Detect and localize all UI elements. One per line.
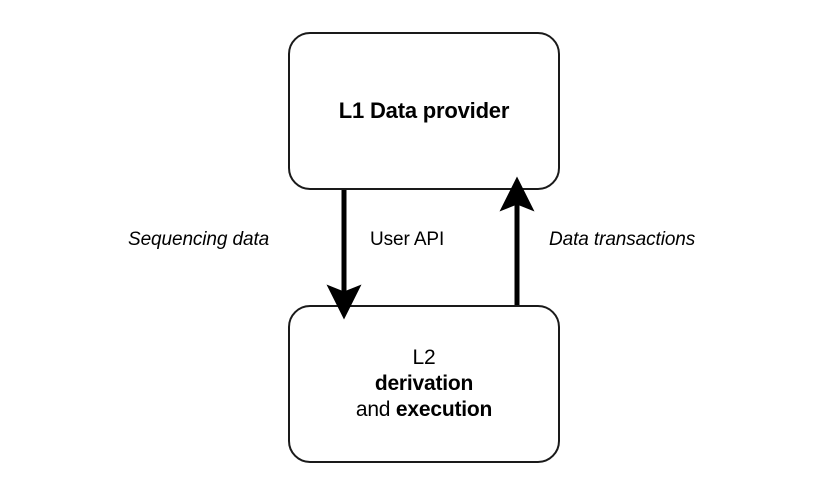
edge-label-sequencing-data: Sequencing data: [128, 229, 270, 250]
node-l2-line-2: derivation: [374, 372, 474, 395]
node-l2-line-3-emphasis: execution: [395, 398, 493, 421]
node-l1-title: L1 Data provider: [338, 97, 510, 123]
edge-label-user-api: User API: [370, 229, 445, 250]
edge-label-data-transactions: Data transactions: [549, 229, 696, 250]
node-l1-data-provider[interactable]: L1 Data provider: [288, 32, 560, 190]
node-l2-derivation-execution[interactable]: L2 derivation and execution: [288, 305, 560, 463]
node-l2-line-1: L2: [412, 346, 436, 369]
node-l2-line-3-prefix: and: [355, 398, 396, 421]
node-l2-line-3: and execution: [355, 397, 493, 423]
